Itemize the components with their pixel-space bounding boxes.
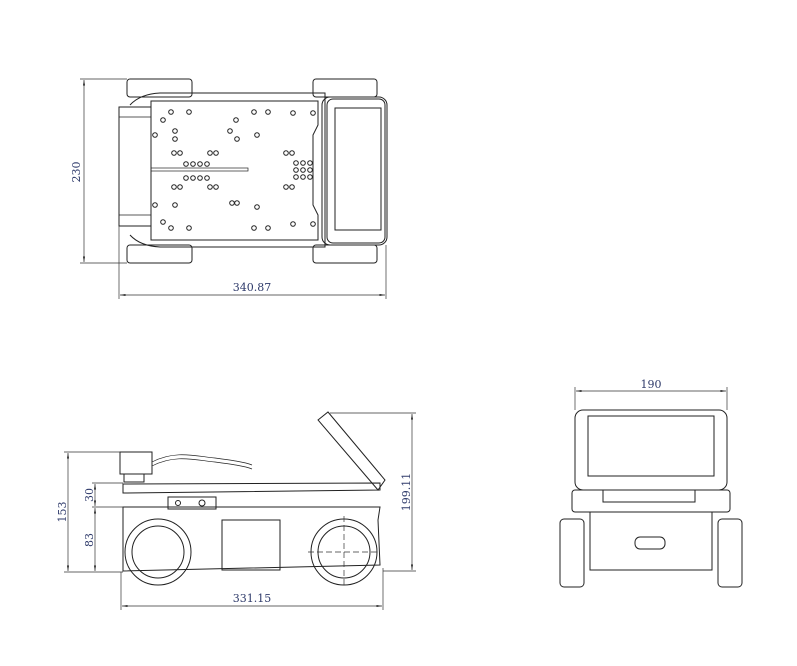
- chassis-outline: [129, 92, 326, 248]
- width-dimension: 230: [70, 162, 83, 183]
- mounting-hole: [265, 109, 271, 115]
- left-wheel: [559, 518, 585, 588]
- mounting-hole: [290, 110, 296, 116]
- mounting-hole: [186, 109, 192, 115]
- top-plate: [150, 100, 319, 241]
- mounting-hole: [172, 128, 178, 134]
- rear-wheel: [124, 518, 192, 586]
- mounting-hole: [207, 184, 213, 190]
- mounting-hole: [197, 175, 203, 181]
- mounting-hole: [283, 150, 289, 156]
- mounting-hole: [307, 160, 313, 166]
- battery-door: [221, 519, 281, 571]
- mounting-hole: [152, 202, 158, 208]
- screen: [587, 415, 715, 477]
- mounting-holes: [152, 109, 316, 231]
- height-with-screen-dimension: 199.11: [400, 473, 413, 512]
- body: [122, 506, 381, 572]
- mounting-hole: [234, 136, 240, 142]
- mounting-hole: [293, 160, 299, 166]
- deck: [122, 482, 381, 494]
- mounting-hole: [207, 150, 213, 156]
- mounting-hole: [300, 167, 306, 173]
- mounting-hole: [289, 150, 295, 156]
- cable: [151, 454, 253, 466]
- mounting-hole: [265, 225, 271, 231]
- mounting-hole: [183, 161, 189, 167]
- handle-box: [119, 451, 153, 475]
- mounting-hole: [300, 160, 306, 166]
- mounting-hole: [186, 225, 192, 231]
- wheel-bottom-left: [126, 244, 193, 264]
- front-light: [634, 536, 666, 550]
- mounting-hole: [168, 225, 174, 231]
- screen-frame: [574, 409, 728, 491]
- mounting-hole: [290, 221, 296, 227]
- mounting-hole: [190, 161, 196, 167]
- mounting-hole: [172, 136, 178, 142]
- base-dimension: 83: [83, 533, 96, 547]
- length-dimension: 340.87: [233, 281, 272, 294]
- mounting-hole: [171, 184, 177, 190]
- mounting-hole: [293, 167, 299, 173]
- wheel-bottom-right: [312, 244, 378, 264]
- side-view: 153 30 83 331.15 199.11: [56, 411, 416, 610]
- slot: [150, 167, 249, 172]
- mounting-hole: [251, 109, 257, 115]
- screen: [334, 107, 382, 231]
- mounting-hole: [227, 128, 233, 134]
- body: [589, 511, 713, 571]
- mounting-hole: [213, 184, 219, 190]
- mounting-hole: [160, 219, 166, 225]
- mounting-hole: [310, 110, 316, 116]
- mounting-hole: [307, 174, 313, 180]
- mounting-hole: [177, 150, 183, 156]
- mounting-hole: [190, 175, 196, 181]
- mounting-hole: [168, 109, 174, 115]
- mounting-hole: [283, 184, 289, 190]
- rear-bumper: [118, 106, 152, 227]
- mounting-hole: [289, 184, 295, 190]
- deck: [571, 489, 731, 513]
- tilted-screen: [317, 411, 386, 491]
- wheel-top-right: [312, 78, 378, 98]
- side-panel: [167, 496, 217, 510]
- mounting-hole: [183, 175, 189, 181]
- mounting-hole: [171, 150, 177, 156]
- mounting-hole: [197, 161, 203, 167]
- mounting-hole: [254, 204, 260, 210]
- screen-frame: [321, 96, 388, 246]
- mounting-hole: [213, 150, 219, 156]
- length-dimension: 331.15: [233, 592, 272, 605]
- width-dimension: 190: [641, 378, 662, 391]
- mounting-hole: [229, 200, 235, 206]
- front-view: 190: [559, 378, 743, 588]
- total-height-dimension: 153: [56, 502, 69, 523]
- mounting-hole: [307, 167, 313, 173]
- top-view: 230 340.87: [70, 78, 388, 299]
- mounting-hole: [310, 221, 316, 227]
- deck-dimension: 30: [83, 488, 96, 502]
- mounting-hole: [177, 184, 183, 190]
- mounting-hole: [251, 225, 257, 231]
- mounting-hole: [300, 174, 306, 180]
- mounting-hole: [152, 132, 158, 138]
- mounting-hole: [234, 200, 240, 206]
- mounting-hole: [204, 175, 210, 181]
- mounting-hole: [160, 117, 166, 123]
- right-wheel: [717, 518, 743, 588]
- mounting-hole: [254, 132, 260, 138]
- mounting-hole: [172, 202, 178, 208]
- mounting-hole: [233, 117, 239, 123]
- mounting-hole: [204, 161, 210, 167]
- wheel-top-left: [126, 78, 193, 98]
- mounting-hole: [293, 174, 299, 180]
